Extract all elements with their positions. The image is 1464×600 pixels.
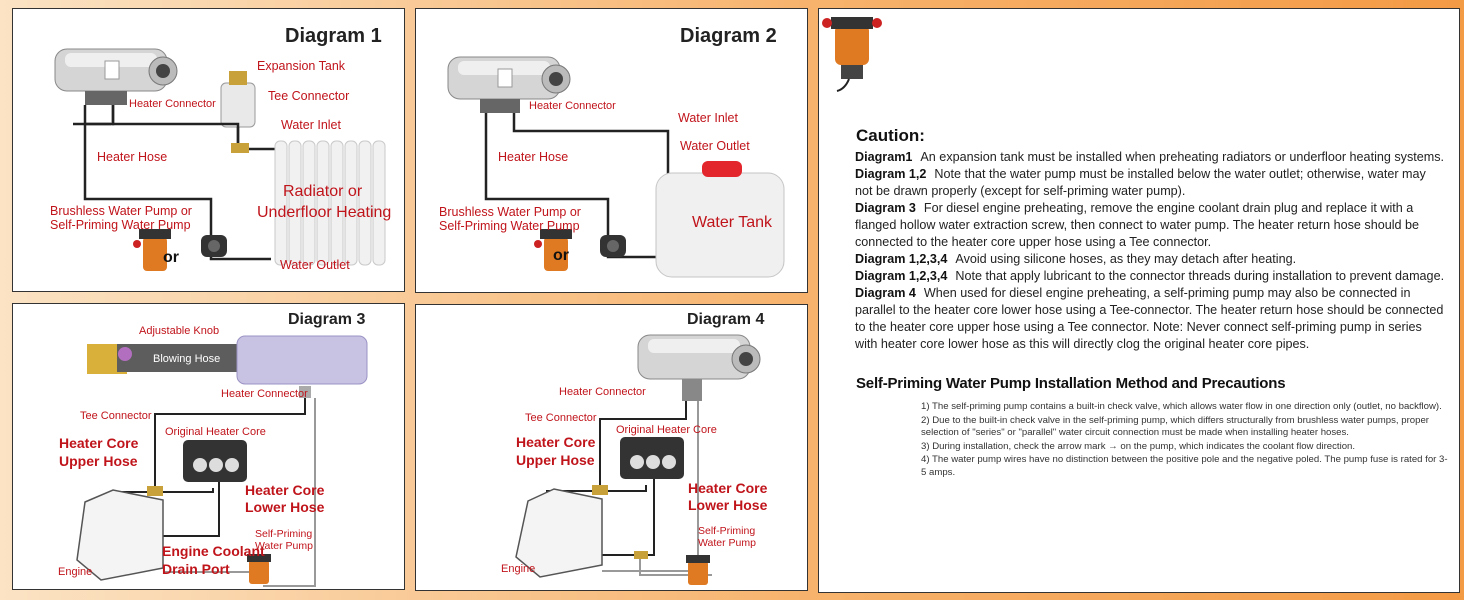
label-or: or [553,247,569,264]
label-water-inlet: Water Inlet [678,111,738,125]
label-expansion-tank: Expansion Tank [257,59,346,73]
label-engine: Engine [501,563,536,575]
label-self-priming-line1: Self-Priming [255,528,313,540]
label-heater-hose: Heater Hose [498,150,569,164]
diagram-1-title: Diagram 1 [285,25,382,47]
label-water-outlet: Water Outlet [280,258,350,272]
diagram-1-illustration [54,48,386,271]
diagram-3-title: Diagram 3 [288,311,366,328]
label-or: or [163,249,179,266]
label-lower-hose-line1: Heater Core [688,480,768,496]
diagram-3-panel: Diagram 3 Adjustable Knob Blowing Hose H… [12,303,405,590]
label-water-outlet: Water Outlet [680,139,750,153]
label-upper-hose-line1: Heater Core [516,434,596,450]
self-priming-title: Self-Priming Water Pump Installation Met… [856,375,1286,392]
label-heater-connector: Heater Connector [221,388,308,400]
label-pump-line2: Self-Priming Water Pump [439,219,580,233]
label-pump-line2: Self-Priming Water Pump [50,218,191,232]
label-heater-hose: Heater Hose [97,150,168,164]
label-original-heater-core: Original Heater Core [616,424,717,436]
diagram-1-panel: Diagram 1 Expansion Tank Heater Connecto… [12,8,405,292]
label-tee-connector: Tee Connector [80,410,152,422]
diagram-2-title: Diagram 2 [680,25,777,47]
label-water-tank: Water Tank [692,214,773,231]
label-self-priming-line2: Water Pump [698,537,756,549]
caution-title: Caution: [856,126,925,145]
label-drain-port-line1: Engine Coolant [162,543,265,559]
label-lower-hose-line2: Lower Hose [688,497,768,513]
label-heater-connector: Heater Connector [559,386,646,398]
label-heater-connector: Heater Connector [529,100,616,112]
label-upper-hose-line1: Heater Core [59,435,139,451]
label-original-heater-core: Original Heater Core [165,426,266,438]
diagram-4-title: Diagram 4 [687,311,765,328]
list-item: 3) During installation, check the arrow … [921,440,1356,452]
label-tee-connector: Tee Connector [525,412,597,424]
diagram-3-illustration [76,335,368,587]
list-item: 4) The water pump wires have no distinct… [921,454,1448,478]
label-blowing-hose: Blowing Hose [153,353,221,365]
label-lower-hose-line2: Lower Hose [245,499,325,515]
label-tee-connector: Tee Connector [268,89,350,103]
label-engine: Engine [58,566,93,578]
diagram-2-panel: Diagram 2 Heater Connector Water Inlet W… [415,8,808,293]
list-item: 1) The self-priming pump contains a buil… [921,401,1442,412]
label-pump-line1: Brushless Water Pump or [439,205,581,219]
diagram-4-illustration [515,334,761,585]
label-underfloor-heating: Underfloor Heating [257,204,392,221]
label-pump-line1: Brushless Water Pump or [50,204,192,218]
diagram-4-panel: Diagram 4 Heater Connector Tee Connector… [415,304,808,591]
self-priming-pump-image [822,17,882,92]
label-upper-hose-line2: Upper Hose [59,453,138,469]
diagram-2-illustration [447,56,785,278]
label-self-priming-line2: Water Pump [255,540,313,552]
label-upper-hose-line2: Upper Hose [516,452,595,468]
label-adjustable-knob: Adjustable Knob [139,325,220,337]
label-water-inlet: Water Inlet [281,118,341,132]
label-self-priming-line1: Self-Priming [698,525,756,537]
label-drain-port-line2: Drain Port [162,561,230,577]
label-radiator: Radiator or [283,183,363,200]
label-heater-connector: Heater Connector [129,98,216,110]
label-lower-hose-line1: Heater Core [245,482,325,498]
list-item: 2) Due to the built-in check valve in th… [921,414,1429,439]
self-priming-list: 1) The self-priming pump contains a buil… [921,401,1451,480]
